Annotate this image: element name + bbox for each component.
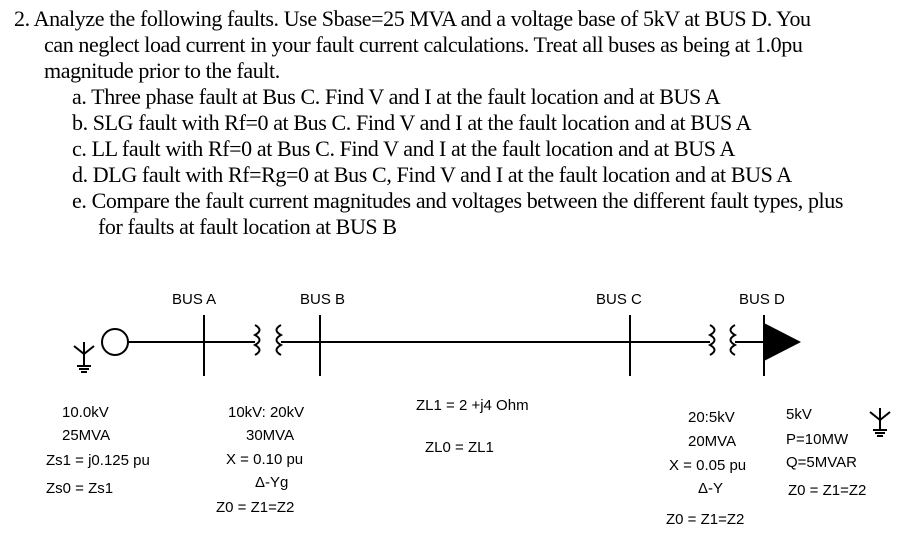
- one-line-diagram: BUS A BUS B BUS C BUS D: [46, 291, 891, 528]
- t1-connection: Δ-Yg: [255, 474, 288, 491]
- intro-line-2: can neglect load current in your fault c…: [44, 32, 803, 57]
- load-impedance: Z0 = Z1=Z2: [788, 482, 866, 499]
- generator-icon: [101, 328, 129, 356]
- t2-voltages: 20:5kV: [688, 409, 735, 426]
- transformer2-secondary-coil: [729, 324, 738, 356]
- t1-rating: 30MVA: [246, 427, 294, 444]
- load-q: Q=5MVAR: [786, 454, 857, 471]
- t2-reactance: X = 0.05 pu: [669, 457, 746, 474]
- question-a: a. Three phase fault at Bus C. Find V an…: [72, 84, 721, 109]
- question-b: b. SLG fault with Rf=0 at Bus C. Find V …: [72, 110, 752, 135]
- bus-b-label: BUS B: [300, 291, 345, 308]
- gen-rating: 25MVA: [62, 427, 110, 444]
- transformer1-secondary-coil: [275, 324, 284, 356]
- question-list: a. Three phase fault at Bus C. Find V an…: [14, 84, 914, 240]
- intro-line-3: magnitude prior to the fault.: [44, 58, 280, 83]
- problem-number: 2.: [14, 6, 30, 31]
- question-e: e. Compare the fault current magnitudes …: [72, 188, 844, 213]
- t2-connection: Δ-Y: [698, 480, 723, 497]
- bus-c-label: BUS C: [596, 291, 642, 308]
- load-voltage: 5kV: [786, 406, 812, 423]
- t2-impedance: Z0 = Z1=Z2: [666, 511, 744, 528]
- load-ground-icon: [869, 408, 891, 437]
- generator-ground-icon: [73, 342, 95, 373]
- line-zl0: ZL0 = ZL1: [425, 439, 494, 456]
- bus-a-label: BUS A: [172, 291, 216, 308]
- gen-zs1: Zs1 = j0.125 pu: [46, 452, 150, 469]
- load-arrow-icon: [764, 323, 801, 361]
- load-p: P=10MW: [786, 431, 849, 448]
- question-c: c. LL fault with Rf=0 at Bus C. Find V a…: [72, 136, 735, 161]
- gen-zs0: Zs0 = Zs1: [46, 480, 113, 497]
- t2-rating: 20MVA: [688, 433, 736, 450]
- transformer1-primary-coil: [252, 324, 261, 356]
- question-e-continued: for faults at fault location at BUS B: [98, 214, 397, 239]
- t1-reactance: X = 0.10 pu: [226, 451, 303, 468]
- question-d: d. DLG fault with Rf=Rg=0 at Bus C, Find…: [72, 162, 792, 187]
- t1-voltages: 10kV: 20kV: [228, 404, 304, 421]
- intro-line-1: 2. Analyze the following faults. Use Sba…: [14, 6, 811, 31]
- bus-d-label: BUS D: [739, 291, 785, 308]
- t1-impedance: Z0 = Z1=Z2: [216, 499, 294, 516]
- gen-voltage: 10.0kV: [62, 404, 109, 421]
- transformer2-primary-coil: [707, 324, 716, 356]
- problem-statement: 2. Analyze the following faults. Use Sba…: [14, 6, 914, 240]
- line-zl1: ZL1 = 2 +j4 Ohm: [416, 397, 529, 414]
